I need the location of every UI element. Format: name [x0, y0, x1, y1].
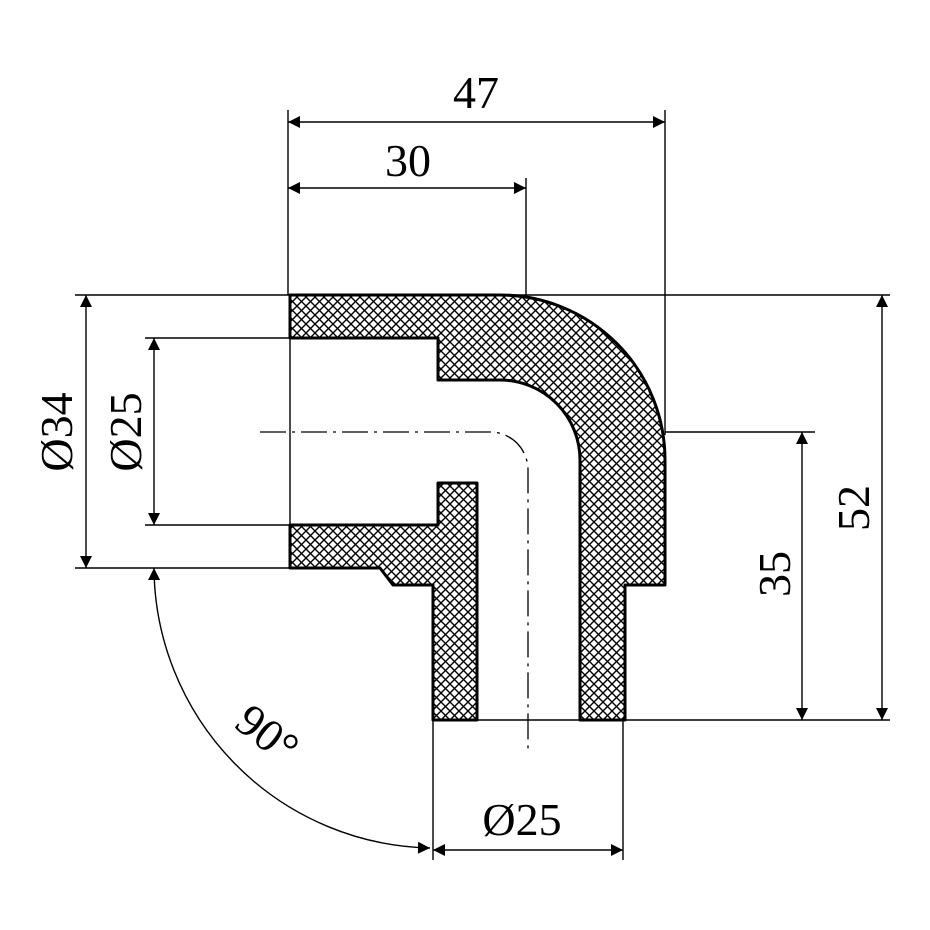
- elbow-inner-wall: [288, 481, 479, 722]
- label-inner-diameter-left: Ø25: [100, 392, 151, 471]
- label-overall-height: 52: [828, 485, 879, 531]
- dimension-labels: 47 30 Ø34 Ø25 52 35 Ø25 90°: [31, 67, 879, 845]
- label-outer-diameter: Ø34: [31, 392, 82, 471]
- elbow-section: [288, 293, 667, 722]
- label-socket-depth: 30: [385, 135, 431, 186]
- extension-lines: [75, 110, 890, 860]
- dim-90-arc: [148, 567, 431, 854]
- label-spigot-diameter: Ø25: [482, 794, 561, 845]
- center-lines: [260, 431, 529, 750]
- label-overall-width: 47: [453, 67, 499, 118]
- dimension-lines: [80, 116, 888, 856]
- label-spigot-height: 35: [749, 551, 800, 597]
- centerline: [260, 431, 529, 750]
- elbow-outer-wall: [288, 293, 667, 722]
- label-angle: 90°: [226, 694, 308, 774]
